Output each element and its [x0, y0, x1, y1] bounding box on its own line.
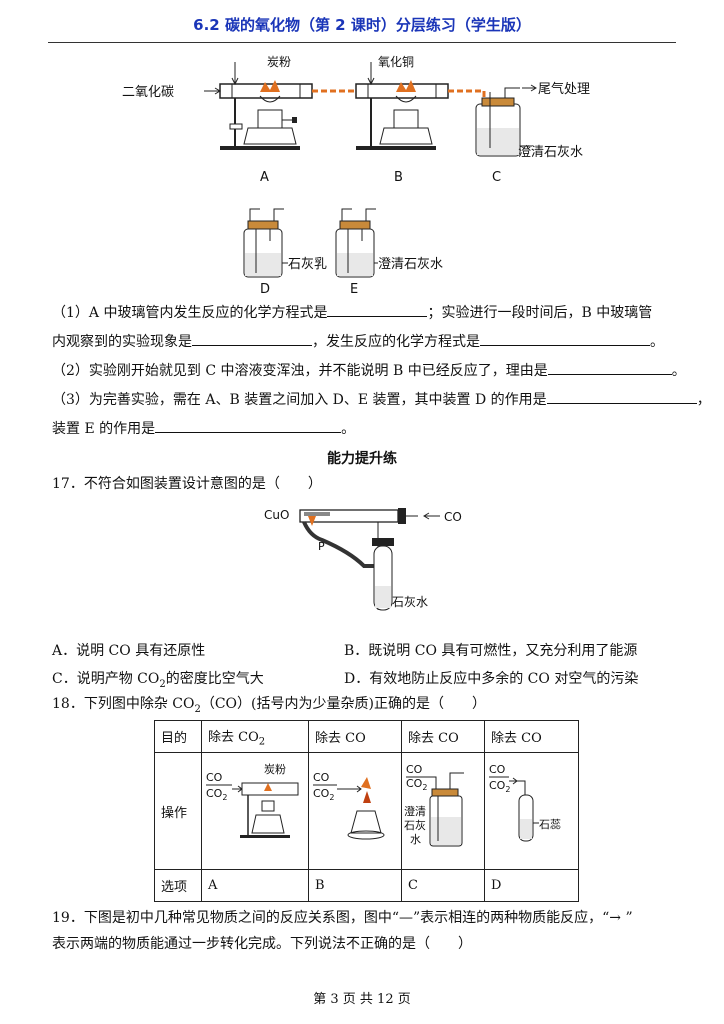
q18-option-c[interactable]: C: [401, 869, 485, 902]
gas-co-label: CO: [206, 771, 223, 784]
gas-co-label: CO: [489, 763, 506, 776]
answer-blank[interactable]: [547, 360, 672, 375]
co-inlet-label: CO: [444, 510, 462, 524]
q16-part3-line1: （3）为完善实验，需在 A、B 装置之间加入 D、E 装置，其中装置 D 的作用…: [52, 389, 711, 410]
label-b: B: [394, 170, 403, 185]
answer-blank[interactable]: [327, 302, 428, 317]
q18-option-d[interactable]: D: [484, 869, 579, 902]
gas-co2-label: CO2: [313, 787, 334, 802]
purpose-d: 除去 CO: [484, 720, 579, 753]
q18-table: 目的 除去 CO2 除去 CO 除去 CO 除去 CO 操作 CO CO2 炭粉: [154, 720, 579, 902]
lime-milk-label: 石灰乳: [288, 257, 327, 272]
q17-option-b[interactable]: B．既说明 CO 具有可燃性，又充分利用了能源: [344, 643, 638, 659]
q19-line2: 表示两端的物质能通过一步转化完成。下列说法不正确的是（ ）: [52, 936, 472, 952]
q17-stem: 17．不符合如图装置设计意图的是（ ）: [52, 476, 322, 492]
table-row-option: 选项 A B C D: [154, 869, 579, 902]
q16-part1-line1: （1）A 中玻璃管内发生反应的化学方程式是；实验进行一段时间后，B 中玻璃管: [52, 302, 652, 323]
gas-co2-label: CO2: [489, 779, 510, 794]
table-row-purpose: 目的 除去 CO2 除去 CO 除去 CO 除去 CO: [154, 720, 579, 753]
operation-d-diagram: CO CO2 石蕊: [489, 763, 561, 842]
apparatus-e: 澄清石灰水 E: [335, 208, 443, 297]
label-c: C: [492, 170, 501, 185]
purpose-a: 除去 CO2: [201, 720, 309, 753]
limewater-label-c: 澄清石灰水: [518, 145, 583, 160]
apparatus-c: 尾气处理 澄清石灰水 C: [475, 81, 590, 185]
purpose-c: 除去 CO: [401, 720, 485, 753]
answer-blank[interactable]: [192, 331, 312, 346]
q17-option-a[interactable]: A．说明 CO 具有还原性: [52, 643, 206, 659]
label-a: A: [260, 170, 269, 185]
gas-co-label: CO: [313, 771, 330, 784]
section-title: 能力提升练: [327, 451, 397, 467]
operation-d: CO CO2 石蕊: [484, 752, 579, 870]
operation-a: CO CO2 炭粉: [201, 752, 309, 870]
q17-option-c[interactable]: C．说明产物 CO2的密度比空气大: [52, 671, 264, 690]
row-label-purpose: 目的: [154, 720, 202, 753]
cuo-label: CuO: [264, 508, 289, 522]
row-label-option: 选项: [154, 869, 202, 902]
answer-blank[interactable]: [546, 389, 697, 404]
gas-co2-label: CO2: [206, 787, 227, 802]
operation-b-diagram: CO CO2: [313, 771, 385, 840]
limewater-label: 石灰水: [392, 595, 428, 609]
limewater-line3: 水: [410, 833, 421, 846]
carbon-powder-label: 炭粉: [267, 55, 291, 69]
copper-oxide-label: 氧化铜: [378, 54, 414, 69]
operation-b: CO CO2: [308, 752, 402, 870]
apparatus-de-diagram: 石灰乳 D 澄清石灰水 E: [243, 208, 443, 297]
limewater-label-e: 澄清石灰水: [378, 257, 443, 272]
q17-option-d[interactable]: D．有效地防止反应中多余的 CO 对空气的污染: [344, 671, 639, 687]
q17-apparatus-diagram: CuO CO P 石灰水: [264, 508, 462, 611]
apparatus-abc-diagram: 炭粉 二氧化碳 A 氧化铜 B 尾气处理 澄清石灰水 C: [122, 54, 590, 185]
label-e: E: [350, 282, 358, 297]
row-label-operation: 操作: [154, 752, 202, 870]
apparatus-b: 氧化铜 B: [355, 54, 449, 185]
page-header: 6.2 碳的氧化物（第 2 课时）分层练习（学生版）: [193, 16, 531, 34]
page-number: 第 3 页 共 12 页: [313, 992, 411, 1007]
apparatus-a: 炭粉 二氧化碳 A: [122, 55, 313, 185]
co2-inlet-label: 二氧化碳: [122, 85, 174, 100]
gas-co2-label: CO2: [406, 777, 427, 792]
q19-line1: 19．下图是初中几种常见物质之间的反应关系图，图中“—”表示相连的两种物质能反应…: [52, 910, 633, 926]
q16-part1-line2: 内观察到的实验现象是，发生反应的化学方程式是。: [52, 331, 664, 352]
exhaust-label: 尾气处理: [538, 81, 590, 97]
q18-option-b[interactable]: B: [308, 869, 402, 902]
operation-a-diagram: CO CO2 炭粉: [206, 763, 299, 838]
q18-option-a[interactable]: A: [201, 869, 309, 902]
operation-c: CO CO2 澄清 石灰 水: [401, 752, 485, 870]
limewater-line2: 石灰: [404, 818, 426, 832]
q18-stem: 18．下列图中除杂 CO2（CO）(括号内为少量杂质)正确的是（ ）: [52, 696, 486, 715]
q16-part3-line2: 装置 E 的作用是。: [52, 418, 355, 439]
carbon-powder-label: 炭粉: [264, 763, 286, 776]
limewater-line1: 澄清: [404, 804, 426, 818]
gas-co-label: CO: [406, 763, 423, 776]
table-row-operation: 操作 CO CO2 炭粉 CO CO2: [154, 752, 579, 870]
p-label: P: [318, 540, 325, 553]
litmus-label: 石蕊: [539, 818, 561, 831]
label-d: D: [260, 282, 270, 297]
answer-blank[interactable]: [480, 331, 650, 346]
apparatus-d: 石灰乳 D: [243, 208, 327, 297]
purpose-b: 除去 CO: [308, 720, 402, 753]
header-divider: [48, 42, 676, 43]
q16-part2: （2）实验刚开始就见到 C 中溶液变浑浊，并不能说明 B 中已经反应了，理由是。: [52, 360, 686, 381]
answer-blank[interactable]: [155, 418, 342, 433]
operation-c-diagram: CO CO2 澄清 石灰 水: [404, 763, 464, 847]
